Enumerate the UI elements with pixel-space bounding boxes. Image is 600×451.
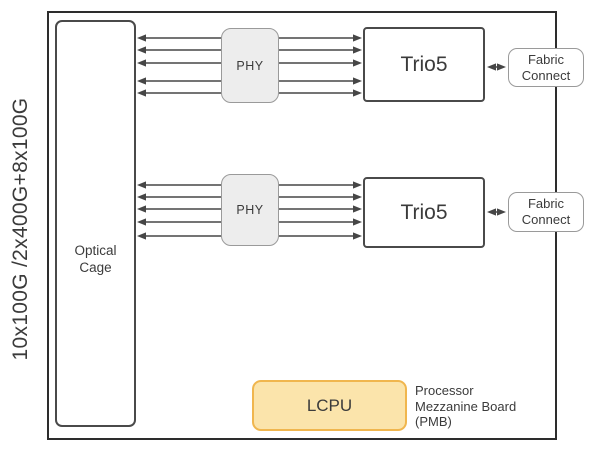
trio5-bottom-label: Trio5 (400, 200, 448, 224)
phy-top-block: PHY (221, 28, 279, 103)
optical-cage-block: Optical Cage (55, 20, 136, 427)
pmb-caption: Processor Mezzanine Board (PMB) (415, 383, 517, 429)
lcpu-label: LCPU (306, 395, 353, 415)
phy-bottom-label: PHY (236, 203, 264, 217)
trio5-bottom-block: Trio5 (363, 177, 485, 248)
lcpu-block: LCPU (252, 380, 407, 431)
fabric-connect-bottom-label: Fabric Connect (521, 196, 571, 227)
port-configuration-label: 10x100G /2x400G+8x100G (9, 97, 32, 361)
trio5-top-label: Trio5 (400, 52, 448, 76)
fabric-connect-top-block: Fabric Connect (508, 48, 584, 87)
optical-cage-label: Optical Cage (74, 243, 117, 275)
trio5-top-block: Trio5 (363, 27, 485, 102)
fabric-connect-top-label: Fabric Connect (521, 51, 571, 83)
phy-top-label: PHY (236, 58, 264, 73)
fabric-connect-bottom-block: Fabric Connect (508, 192, 584, 232)
phy-bottom-block: PHY (221, 174, 279, 246)
